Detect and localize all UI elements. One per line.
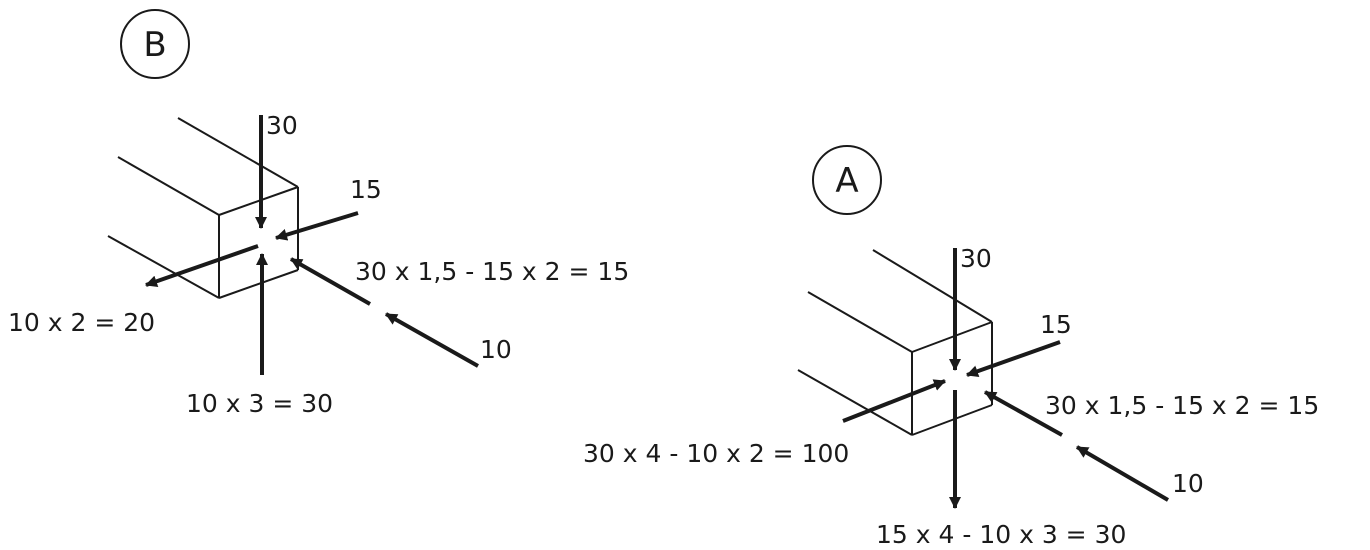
arrow-a-diag-outer — [1075, 445, 1170, 502]
force-arrows-b — [145, 115, 479, 375]
badge-b-letter: B — [143, 25, 166, 65]
label-a-result-left: 30 x 4 - 10 x 2 = 100 — [583, 439, 849, 468]
label-a-right-force: 15 — [1040, 310, 1072, 339]
badge-b: B — [120, 9, 190, 79]
label-b-result-right: 30 x 1,5 - 15 x 2 = 15 — [355, 257, 629, 286]
label-a-top-force: 30 — [960, 244, 992, 273]
label-b-diag-force: 10 — [480, 335, 512, 364]
arrow-b-diag-outer — [385, 312, 479, 368]
badge-a-letter: A — [835, 161, 858, 201]
label-a-result-bottom: 15 x 4 - 10 x 3 = 30 — [876, 520, 1126, 549]
arrow-b-diag-inner — [290, 257, 371, 306]
arrow-b-right — [275, 211, 359, 241]
label-a-result-right: 30 x 1,5 - 15 x 2 = 15 — [1045, 391, 1319, 420]
label-b-right-force: 15 — [350, 175, 382, 204]
force-arrows-a — [842, 248, 1170, 509]
beam-a — [797, 249, 993, 436]
label-b-result-bottom: 10 x 3 = 30 — [186, 389, 333, 418]
arrow-a-left — [842, 379, 946, 423]
beam-b — [107, 117, 299, 299]
label-b-top-force: 30 — [266, 111, 298, 140]
label-b-result-left: 10 x 2 = 20 — [8, 308, 155, 337]
arrow-b-left — [145, 244, 259, 288]
diagram-b: B 30 15 10 30 x 1,5 - 15 x 2 = 15 10 x 2… — [8, 9, 629, 418]
arrow-a-right — [966, 340, 1061, 377]
badge-a: A — [812, 145, 882, 215]
arrow-a-diag-inner — [984, 390, 1063, 437]
diagram-a: A 30 15 10 30 x 1,5 - 15 x 2 = 15 30 x 4… — [583, 145, 1319, 549]
label-a-diag-force: 10 — [1172, 469, 1204, 498]
